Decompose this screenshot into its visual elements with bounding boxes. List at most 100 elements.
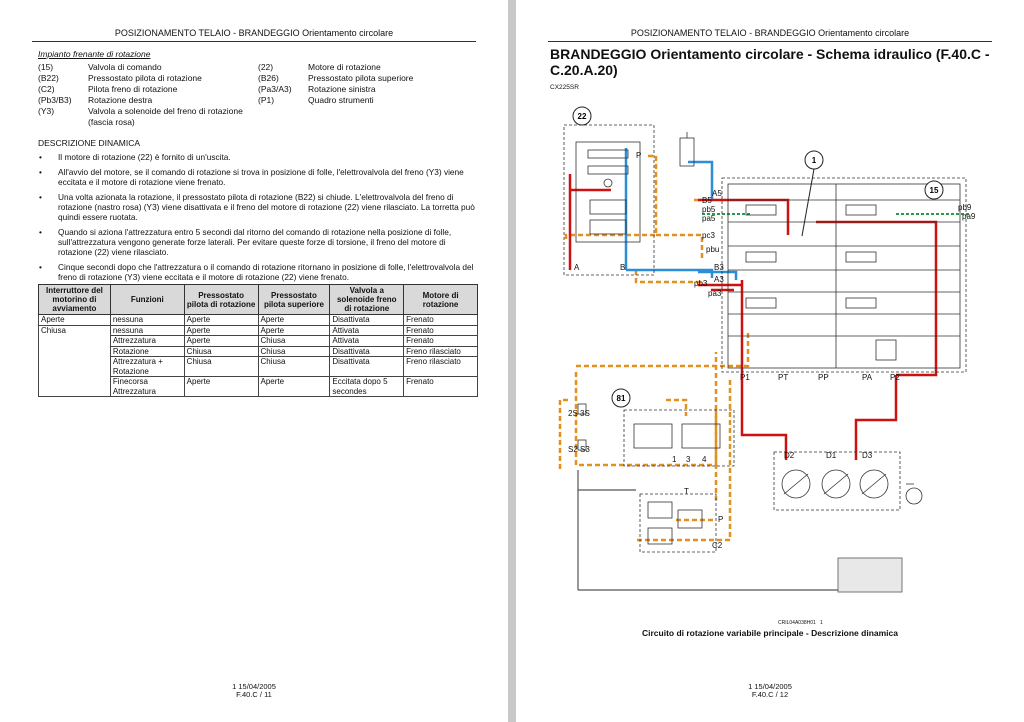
callout-22-label: 22 [578, 112, 587, 121]
table-cell: Frenato [403, 324, 478, 336]
table-row: Aperte nessuna Aperte Aperte Disattivata… [38, 314, 478, 326]
model-code: CX225SR [550, 84, 579, 91]
table-cell: Finecorsa Attrezzatura [109, 376, 185, 397]
table-cell: Chiusa [257, 356, 331, 377]
table-cell: Aperte [257, 324, 331, 336]
table-cell: Chiusa [38, 324, 111, 397]
port-label: D3 [862, 451, 873, 460]
port-label: pc3 [702, 231, 715, 240]
port-label: P1 [740, 373, 750, 382]
legend-text: Valvola di comando [88, 62, 162, 72]
port-label: 2S [568, 409, 578, 418]
port-label: 1 [672, 455, 677, 464]
table-cell: Aperte [183, 324, 259, 336]
callout-1-label: 1 [812, 156, 817, 165]
right-page-footer: 1 15/04/2005 F.40.C / 12 [516, 683, 1024, 699]
legend-item: (22)Motore di rotazione [258, 62, 478, 73]
footer-page-number: F.40.C / 12 [751, 690, 789, 699]
legend-code: (Y3) [38, 106, 55, 116]
table-cell: Frenato [403, 335, 478, 347]
port-label: A5 [712, 189, 722, 198]
table-row: Attrezzatura Aperte Chiusa Attivata Fren… [39, 335, 478, 347]
port-label: D2 [784, 451, 795, 460]
legend-item: (Pa3/A3)Rotazione sinistra [258, 84, 478, 95]
right-page: POSIZIONAMENTO TELAIO - BRANDEGGIO Orien… [516, 0, 1024, 722]
table-cell: Chiusa [183, 345, 259, 357]
port-label: PP [818, 373, 829, 382]
footer-page-number: F.40.C / 11 [236, 690, 272, 699]
bullet-item: Il motore di rotazione (22) è fornito di… [38, 152, 478, 162]
port-label: A3 [714, 275, 724, 284]
port-label: PT [778, 373, 788, 382]
table-cell: Attrezzatura [109, 335, 185, 347]
port-label: P2 [890, 373, 900, 382]
table-cell: Aperte [257, 314, 331, 326]
table-cell: Aperte [257, 376, 331, 397]
legend-code: (C2) [38, 84, 55, 94]
table-cell: Aperte [183, 335, 259, 347]
port-label: P [718, 515, 723, 524]
table-cell: Attrezzatura + Rotazione [109, 356, 185, 377]
legend-code: (B22) [38, 73, 59, 83]
legend-text: Quadro strumenti [308, 95, 374, 105]
legend-right-column: (22)Motore di rotazione (B26)Pressostato… [258, 62, 478, 106]
table-cell: Frenato [403, 314, 478, 326]
bullet-item: Cinque secondi dopo che l'attrezzatura o… [38, 262, 478, 282]
table-cell: Aperte [38, 314, 111, 326]
bullet-item: Quando si aziona l'attrezzatura entro 5 … [38, 227, 478, 257]
legend-code: (Pb3/B3) [38, 95, 72, 105]
callout-22: 22 [572, 106, 592, 126]
header-rule [32, 41, 476, 42]
diagram-title: BRANDEGGIO Orientamento circolare - Sche… [550, 46, 990, 78]
legend-text: Rotazione sinistra [308, 84, 376, 94]
swing-motor-block [563, 124, 655, 276]
callout-1: 1 [801, 150, 824, 237]
port-label: S3 [580, 445, 590, 454]
table-header-row: Interruttore del motorino di avviamento … [38, 284, 478, 315]
table-cell: Chiusa [183, 356, 259, 377]
footer-date: 1 15/04/2005 [232, 682, 276, 691]
legend-left-column: (15)Valvola di comando (B22)Pressostato … [38, 62, 248, 128]
return-lines [624, 148, 714, 278]
legend-item: (Pb3/B3) Rotazione destra [38, 95, 248, 106]
port-label: B [620, 263, 625, 272]
table-cell: Attivata [329, 335, 405, 347]
legend-code: (B26) [258, 73, 279, 83]
diagram-code: CRIL04A038H01 1 [778, 620, 823, 626]
port-labels: P A B B5 A5 pb5 pa5 pc3 pbu B3 A3 pb3 pa… [568, 151, 976, 550]
pilot-valve-block [623, 409, 735, 467]
legend-title: Impianto frenante di rotazione [38, 49, 151, 59]
hydraulic-schematic: 22 15 1 81 P A B B5 A5 pb5 pa5 pc3 pbu B… [558, 106, 976, 593]
port-label: pb9 [958, 203, 972, 212]
port-label: pb3 [694, 279, 708, 288]
table-cell: Disattivata [329, 314, 405, 326]
table-cell: Aperte [183, 314, 259, 326]
port-label: PA [862, 373, 873, 382]
table-cell: Chiusa [257, 335, 331, 347]
pilot-lines [558, 154, 750, 542]
table-cell: Frenato [403, 376, 478, 397]
port-label: S2 [568, 445, 578, 454]
port-label: pb5 [702, 205, 716, 214]
legend-text: Rotazione destra [88, 95, 153, 105]
legend-code: (P1) [258, 95, 275, 105]
callout-81: 81 [611, 388, 631, 408]
left-page-header: POSIZIONAMENTO TELAIO - BRANDEGGIO Orien… [114, 28, 394, 38]
table-header-cell: Funzioni [109, 284, 185, 315]
port-label: 4 [702, 455, 707, 464]
table-row: Rotazione Chiusa Chiusa Disattivata Fren… [39, 345, 478, 357]
solenoid-valve-block [639, 493, 717, 553]
table-cell: Rotazione [109, 345, 185, 357]
legend-text: Pilota freno di rotazione [88, 84, 178, 94]
description-bullets: Il motore di rotazione (22) è fornito di… [38, 152, 478, 287]
port-label: T [684, 487, 689, 496]
port-label: pa9 [962, 212, 976, 221]
swing-brake-pilot [679, 132, 695, 167]
right-page-header: POSIZIONAMENTO TELAIO - BRANDEGGIO Orien… [630, 28, 910, 38]
callout-15-label: 15 [930, 186, 939, 195]
left-page: POSIZIONAMENTO TELAIO - BRANDEGGIO Orien… [0, 0, 508, 722]
section-title: DESCRIZIONE DINAMICA [38, 138, 141, 148]
legend-item: (B22)Pressostato pilota di rotazione [38, 73, 248, 84]
legend-text: Valvola a solenoide del freno di rotazio… [88, 106, 243, 127]
left-page-footer: 1 15/04/2005 F.40.C / 11 [0, 683, 508, 699]
